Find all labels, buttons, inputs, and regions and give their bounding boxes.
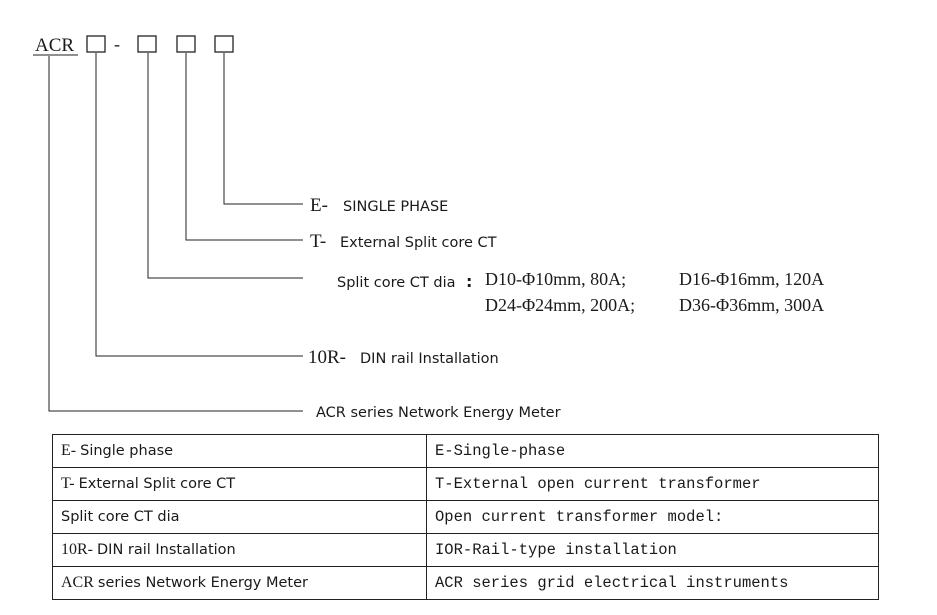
table-cell-original: Split core CT dia (52, 500, 427, 534)
code-box-3 (176, 35, 196, 53)
table-row: E- Single phase E-Single-phase (52, 434, 879, 468)
option-desc-phase: SINGLE PHASE (343, 199, 448, 215)
table-cell-translation: E-Single-phase (426, 434, 879, 468)
table-row: ACR series Network Energy Meter ACR seri… (52, 566, 879, 600)
table-cell-translation: T-External open current transformer (426, 467, 879, 501)
row-translation: T-External open current transformer (435, 475, 761, 493)
table-row: 10R- DIN rail Installation IOR-Rail-type… (52, 533, 879, 567)
code-box-4 (214, 35, 234, 53)
table-cell-original: T- External Split core CT (52, 467, 427, 501)
code-box-2 (137, 35, 157, 53)
model-prefix: ACR (35, 35, 74, 56)
option-desc-ct-type: External Split core CT (340, 235, 497, 251)
table-cell-original: 10R- DIN rail Installation (52, 533, 427, 567)
table-row: Split core CT dia Open current transform… (52, 500, 879, 534)
option-desc-install: DIN rail Installation (360, 351, 499, 367)
option-desc-series: ACR series Network Energy Meter (316, 405, 561, 421)
option-separator-ct-dia: : (466, 272, 472, 291)
table-cell-original: ACR series Network Energy Meter (52, 566, 427, 600)
table-cell-original: E- Single phase (52, 434, 427, 468)
code-box-1 (86, 35, 106, 53)
row-code: E- (61, 442, 77, 459)
leader-line-install (95, 53, 303, 357)
row-desc: series Network Energy Meter (97, 575, 308, 591)
spec-d36: D36-Φ36mm, 300A (679, 295, 824, 315)
row-desc: DIN rail Installation (97, 542, 236, 558)
row-translation: E-Single-phase (435, 442, 566, 460)
row-code: ACR (61, 574, 94, 591)
option-code-install: 10R- (308, 347, 346, 368)
row-translation: IOR-Rail-type installation (435, 541, 677, 559)
row-translation: ACR series grid electrical instruments (435, 574, 789, 592)
table-cell-translation: ACR series grid electrical instruments (426, 566, 879, 600)
spec-d16: D16-Φ16mm, 120A (679, 269, 824, 289)
code-dash: - (114, 34, 120, 54)
leader-line-phase (223, 53, 303, 205)
table-row: T- External Split core CT T-External ope… (52, 467, 879, 501)
row-code: 10R- (61, 541, 93, 558)
option-desc-ct-dia: Split core CT dia (337, 275, 456, 291)
leader-line-series (48, 56, 303, 412)
row-desc: Single phase (80, 443, 174, 459)
reference-table: E- Single phase E-Single-phase T- Extern… (52, 434, 879, 600)
row-code: T- (61, 475, 75, 492)
table-cell-translation: IOR-Rail-type installation (426, 533, 879, 567)
option-code-ct-type: T- (310, 231, 326, 252)
leader-line-ct-dia (147, 53, 303, 279)
table-cell-translation: Open current transformer model: (426, 500, 879, 534)
leader-line-ct-type (185, 53, 303, 241)
row-translation: Open current transformer model: (435, 508, 724, 526)
spec-d24: D24-Φ24mm, 200A; (485, 295, 635, 315)
row-desc: External Split core CT (78, 476, 236, 492)
row-desc: Split core CT dia (61, 509, 180, 525)
model-code-diagram: ACR - E- SINGLE PHASE T- External Split … (33, 34, 824, 421)
option-code-phase: E- (310, 195, 328, 216)
spec-d10: D10-Φ10mm, 80A; (485, 269, 626, 289)
